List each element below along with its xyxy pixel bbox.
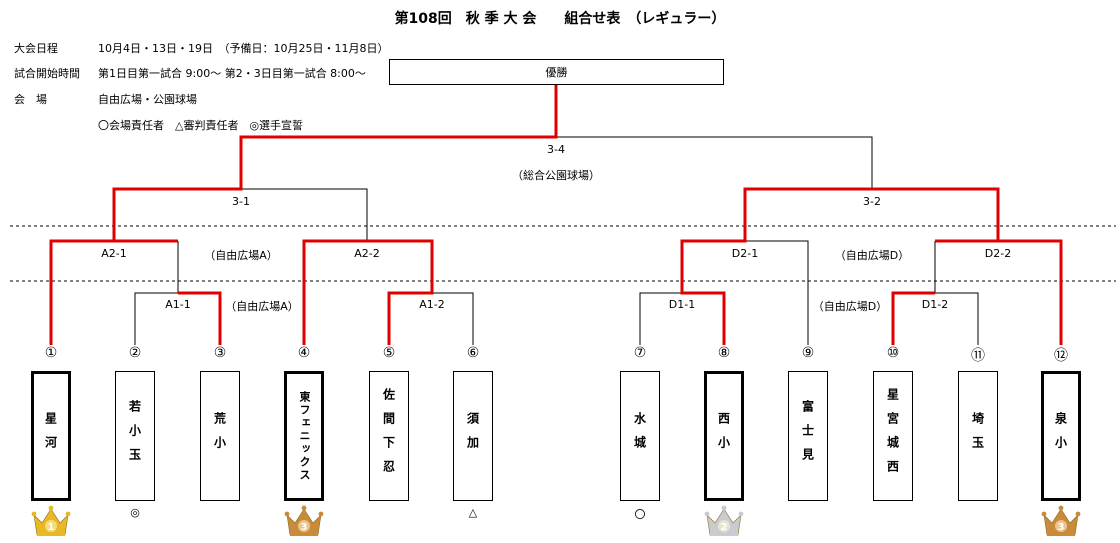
match-a2-1: A2-1 (101, 247, 127, 260)
team-name: 佐間下忍 (381, 388, 396, 484)
crown-rank: 3 (301, 522, 308, 533)
team-box: 富士見 (788, 371, 828, 501)
team-number: ⑫ (1054, 348, 1068, 364)
team-name: 星宮城西 (885, 388, 900, 484)
team-name: 泉小 (1053, 412, 1068, 460)
team-number: ⑦ (633, 345, 647, 361)
team-mark: 〇 (634, 508, 646, 521)
match-a1-1: A1-1 (165, 298, 191, 311)
team-number: ④ (297, 345, 311, 361)
team-number: ⑥ (466, 345, 480, 361)
match-d1-1: D1-1 (668, 298, 696, 311)
team-number: ⑤ (382, 345, 396, 361)
match-3-4: 3-4 (547, 143, 565, 156)
team-name: 若小玉 (127, 400, 142, 472)
team-name: 西小 (716, 412, 731, 460)
crown-rank: 3 (1058, 522, 1065, 533)
match-d2-1: D2-1 (731, 247, 759, 260)
match-3-4-venue: （総合公園球場） (512, 169, 600, 182)
team-name: 富士見 (800, 400, 815, 472)
schedule-label: 大会日程 (14, 42, 58, 55)
team-number: ⑩ (886, 345, 900, 361)
team-name: 埼玉 (970, 412, 985, 460)
team-box: 水城 (620, 371, 660, 501)
team-name: 荒小 (212, 412, 227, 460)
team-mark: ◎ (130, 506, 140, 519)
match-a1-2: A1-2 (419, 298, 445, 311)
team-box: 星宮城西 (873, 371, 913, 501)
match-a2-2: A2-2 (354, 247, 380, 260)
match-d2-2: D2-2 (984, 247, 1012, 260)
team-number: ③ (213, 345, 227, 361)
crown-icon: 1 (31, 503, 71, 543)
venue-value: 自由広場・公園球場 (98, 93, 197, 106)
team-number: ⑧ (717, 345, 731, 361)
crown-icon: 3 (284, 503, 324, 543)
match-a1-venue: （自由広場A） (225, 300, 299, 313)
team-box: 須加 (453, 371, 493, 501)
team-box: 埼玉 (958, 371, 998, 501)
marks-legend: 〇会場責任者 △審判責任者 ◎選手宣誓 (98, 119, 304, 132)
team-name: 水城 (632, 412, 647, 460)
match-d1-2: D1-2 (921, 298, 949, 311)
team-number: ① (44, 345, 58, 361)
match-a2-venue: （自由広場A） (204, 249, 278, 262)
crown-icon: 2 (704, 503, 744, 543)
team-name: 星河 (43, 412, 58, 460)
team-box: 星河 (31, 371, 71, 501)
match-d2-venue: （自由広場D） (834, 249, 910, 262)
champion-box: 優勝 (389, 59, 724, 85)
match-3-2: 3-2 (863, 195, 881, 208)
team-box: 西小 (704, 371, 744, 501)
match-d1-venue: （自由広場D） (812, 300, 888, 313)
page-title: 第108回 秋 季 大 会 組合せ表 （レギュラー） (394, 11, 726, 27)
match-3-1: 3-1 (232, 195, 250, 208)
start-time-value: 第1日目第一試合 9:00～ 第2・3日目第一試合 8:00～ (98, 67, 366, 80)
start-time-label: 試合開始時間 (14, 67, 80, 80)
venue-label: 会 場 (14, 93, 47, 106)
team-box: 荒小 (200, 371, 240, 501)
team-box: 東フェニックス (284, 371, 324, 501)
team-box: 佐間下忍 (369, 371, 409, 501)
champion-label: 優勝 (545, 66, 568, 79)
team-box: 泉小 (1041, 371, 1081, 501)
team-box: 若小玉 (115, 371, 155, 501)
team-mark: △ (468, 506, 478, 519)
schedule-value: 10月4日・13日・19日 （予備日：10月25日・11月8日） (98, 42, 389, 55)
team-number: ② (128, 345, 142, 361)
team-number: ⑪ (971, 348, 985, 364)
team-name: 東フェニックス (298, 390, 311, 482)
crown-rank: 2 (721, 522, 728, 533)
crown-rank: 1 (48, 522, 55, 533)
crown-icon: 3 (1041, 503, 1081, 543)
team-name: 須加 (465, 412, 480, 460)
team-number: ⑨ (801, 345, 815, 361)
